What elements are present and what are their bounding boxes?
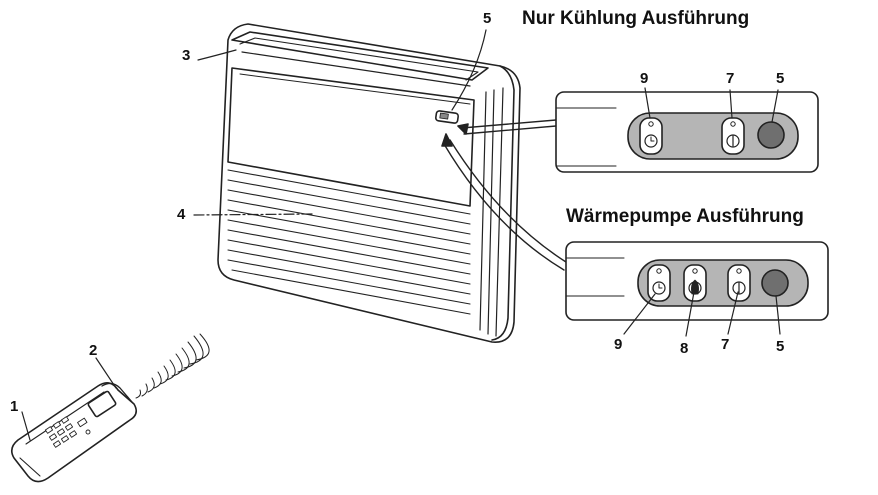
- label-receiver-unit: 5: [483, 10, 491, 27]
- label-cooling-7: 7: [726, 70, 734, 87]
- label-remote-body: 1: [10, 398, 18, 415]
- label-heatpump-5: 5: [776, 338, 784, 355]
- heatpump-receiver: [762, 270, 788, 296]
- ir-signal-waves: [136, 334, 209, 398]
- cooling-receiver: [758, 122, 784, 148]
- heading-heat-pump: Wärmepumpe Ausführung: [566, 206, 804, 228]
- label-heatpump-8: 8: [680, 340, 688, 357]
- heading-cooling-only: Nur Kühlung Ausführung: [522, 8, 749, 30]
- label-air-inlet: 4: [177, 206, 185, 223]
- label-heatpump-9: 9: [614, 336, 622, 353]
- label-heatpump-7: 7: [721, 336, 729, 353]
- label-cooling-5: 5: [776, 70, 784, 87]
- heatpump-panel: [566, 242, 828, 336]
- label-air-outlet: 3: [182, 47, 190, 64]
- label-remote-emitter: 2: [89, 342, 97, 359]
- label-cooling-9: 9: [640, 70, 648, 87]
- cooling-panel: [556, 88, 818, 172]
- indoor-unit: [218, 24, 520, 342]
- remote-control: [12, 334, 209, 482]
